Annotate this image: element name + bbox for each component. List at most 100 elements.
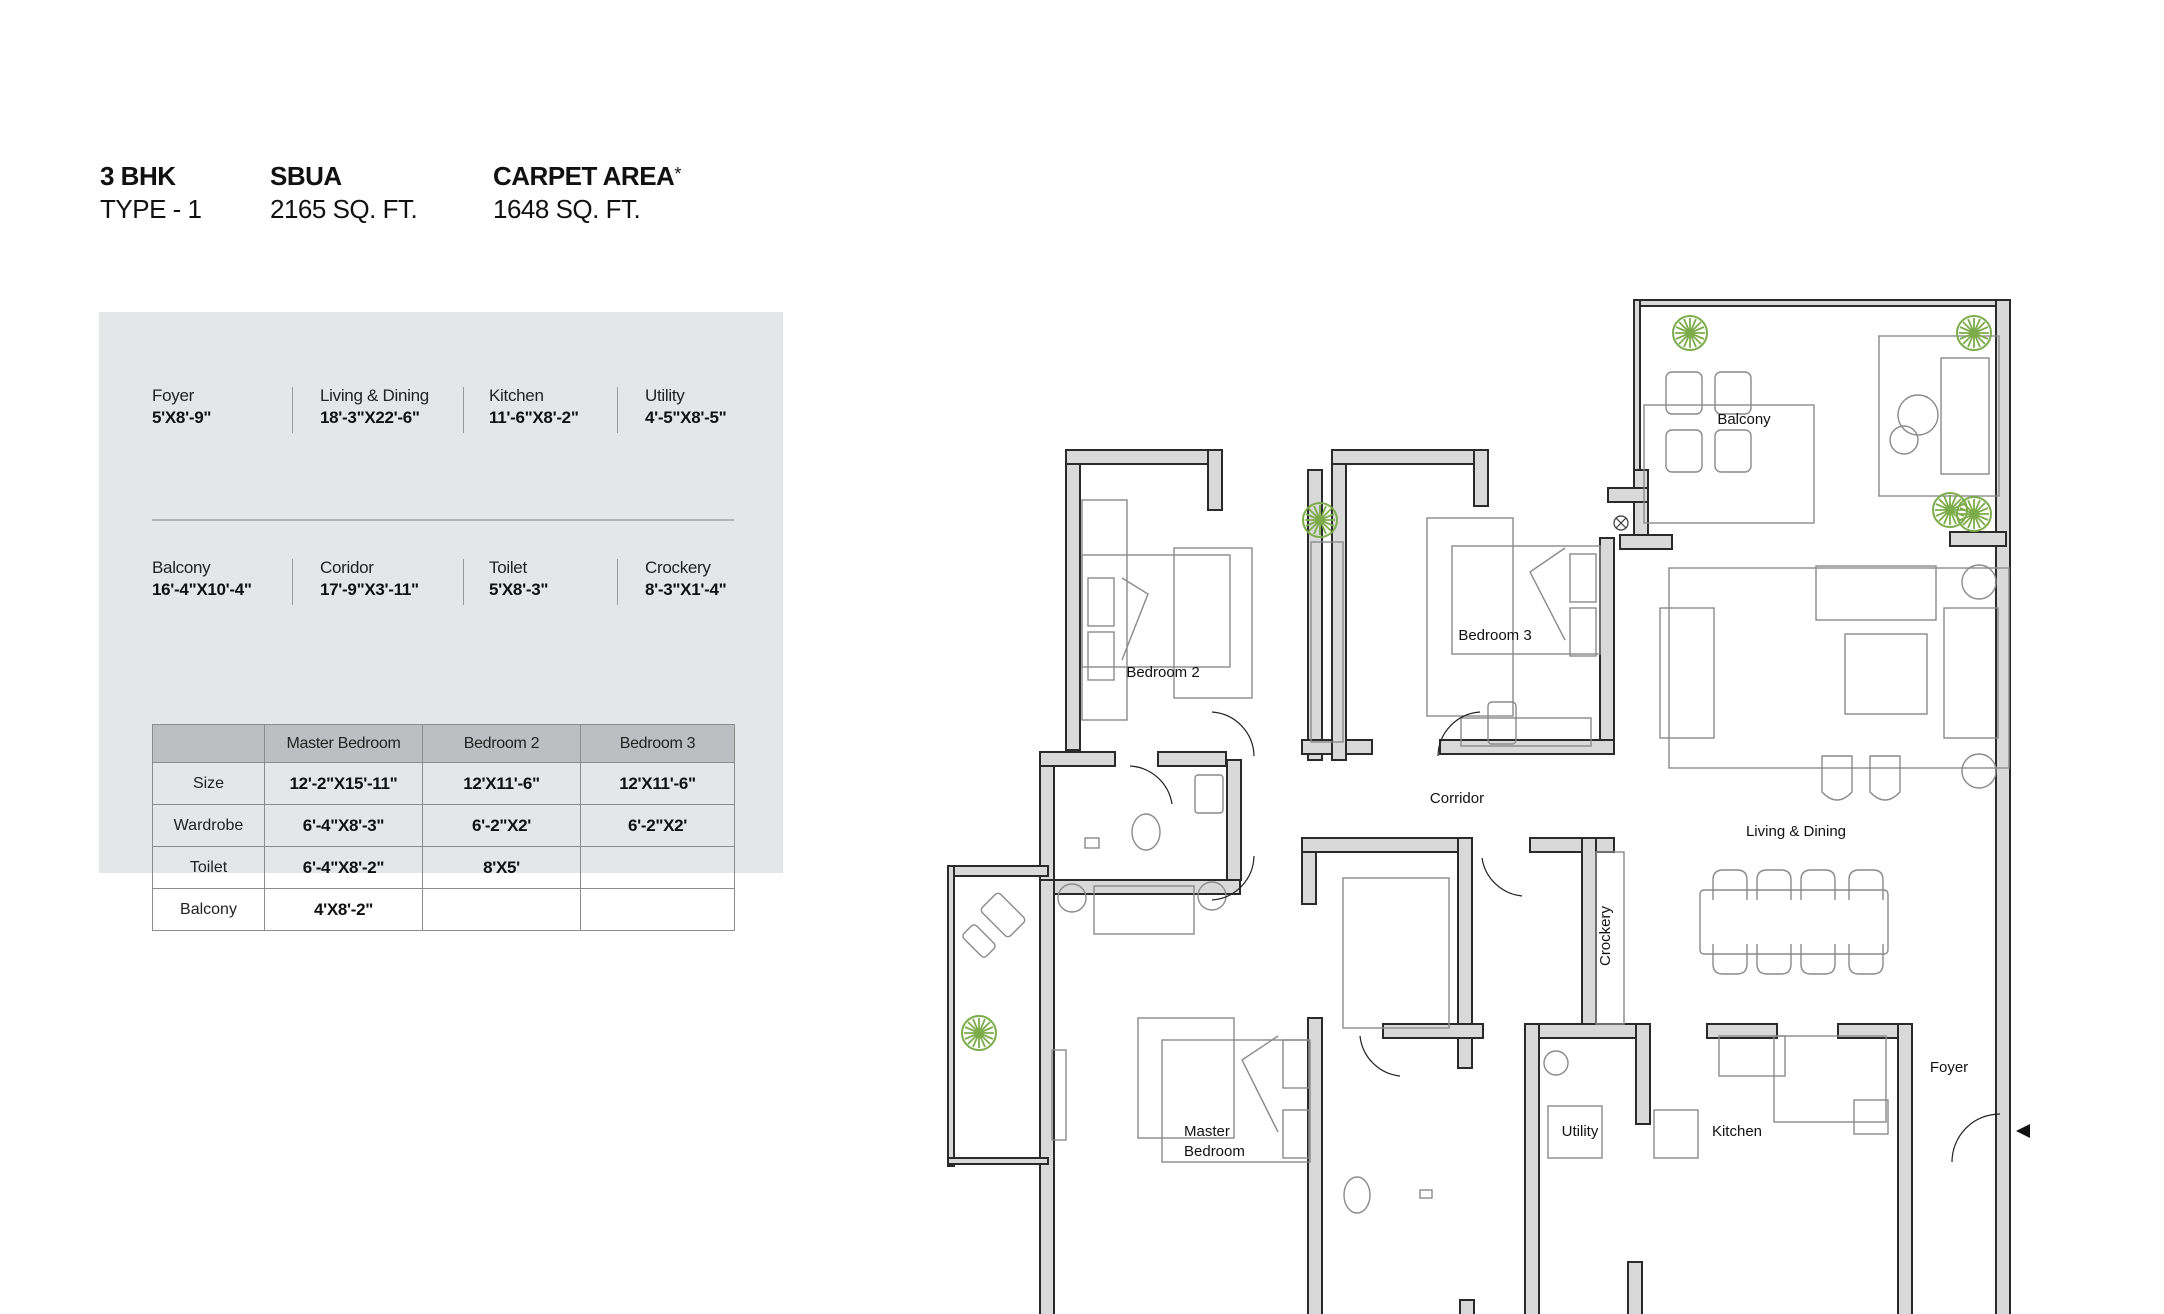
table-row: Size 12'-2"X15'-11" 12'X11'-6" 12'X11'-6… bbox=[152, 762, 735, 805]
unit-type-subtitle: TYPE - 1 bbox=[100, 194, 202, 224]
divider bbox=[617, 559, 618, 605]
spec-label: Crockery bbox=[645, 558, 711, 577]
wall bbox=[1949, 531, 2007, 547]
wall bbox=[1039, 879, 1055, 1314]
spec-value: 4'-5"X8'-5" bbox=[645, 408, 727, 427]
row-label: Balcony bbox=[152, 888, 265, 931]
room-label-living-dining: Living & Dining bbox=[1746, 823, 1846, 840]
spec-value: 5'X8'-3" bbox=[489, 580, 549, 599]
wall bbox=[1331, 449, 1347, 761]
table-row: Toilet 6'-4"X8'-2" 8'X5' bbox=[152, 846, 735, 889]
shaft-icon bbox=[1613, 515, 1629, 531]
wall bbox=[1524, 1023, 1540, 1314]
table-header-cell bbox=[152, 724, 265, 763]
room-label-foyer: Foyer bbox=[1930, 1059, 1968, 1076]
unit-type-title: 3 BHK bbox=[100, 161, 176, 191]
divider bbox=[463, 387, 464, 433]
table-cell: 6'-4"X8'-2" bbox=[264, 846, 423, 889]
plant-icon bbox=[1302, 502, 1338, 538]
spec-label: Coridor bbox=[320, 558, 374, 577]
spec-label: Balcony bbox=[152, 558, 211, 577]
spec-kitchen: Kitchen 11'-6"X8'-2" bbox=[489, 385, 579, 429]
table-header-cell: Master Bedroom bbox=[264, 724, 423, 763]
plant-icon bbox=[1932, 492, 1968, 528]
room-label-master-line1: Master bbox=[1184, 1123, 1230, 1140]
wall bbox=[1529, 837, 1615, 853]
spec-value: 11'-6"X8'-2" bbox=[489, 408, 579, 427]
spec-foyer: Foyer 5'X8'-9" bbox=[152, 385, 211, 429]
table-header-cell: Bedroom 2 bbox=[422, 724, 581, 763]
wall bbox=[1039, 751, 1116, 767]
wall bbox=[1524, 1023, 1650, 1039]
wall bbox=[1226, 759, 1242, 881]
spec-utility: Utility 4'-5"X8'-5" bbox=[645, 385, 727, 429]
balcony-rail-left bbox=[947, 865, 955, 1167]
table-cell bbox=[422, 888, 581, 931]
wall bbox=[1331, 449, 1489, 465]
spec-value: 18'-3"X22'-6" bbox=[320, 408, 420, 427]
spec-label: Living & Dining bbox=[320, 386, 429, 405]
sbua-title: SBUA bbox=[270, 161, 342, 191]
table-cell: 6'-2"X2' bbox=[422, 804, 581, 847]
spec-label: Foyer bbox=[152, 386, 194, 405]
room-label-kitchen: Kitchen bbox=[1712, 1123, 1762, 1140]
room-label-utility: Utility bbox=[1562, 1123, 1599, 1140]
divider bbox=[463, 559, 464, 605]
room-label-bedroom2: Bedroom 2 bbox=[1126, 664, 1199, 681]
plant-icon bbox=[961, 1015, 997, 1051]
room-label-balcony: Balcony bbox=[1717, 411, 1771, 428]
asterisk: * bbox=[674, 164, 681, 184]
carpet-area-label: CARPET AREA bbox=[493, 161, 675, 191]
wall bbox=[1627, 1261, 1643, 1314]
wall bbox=[1581, 837, 1597, 1029]
divider bbox=[617, 387, 618, 433]
carpet-area-block: CARPET AREA* 1648 SQ. FT. bbox=[493, 160, 681, 226]
balcony-rail-top bbox=[947, 865, 1049, 877]
room-size-table: Master Bedroom Bedroom 2 Bedroom 3 Size … bbox=[152, 724, 735, 931]
spec-label: Utility bbox=[645, 386, 685, 405]
table-cell bbox=[580, 888, 735, 931]
wall bbox=[1439, 739, 1615, 755]
spec-living-dining: Living & Dining 18'-3"X22'-6" bbox=[320, 385, 429, 429]
table-header-row: Master Bedroom Bedroom 2 Bedroom 3 bbox=[152, 724, 735, 763]
carpet-area-title: CARPET AREA* bbox=[493, 160, 681, 192]
room-label-crockery: Crockery bbox=[1597, 906, 1614, 967]
plants bbox=[961, 315, 1992, 1051]
wall bbox=[1065, 449, 1081, 751]
table-cell: 12'X11'-6" bbox=[580, 762, 735, 805]
wall bbox=[1607, 487, 1649, 503]
room-label-bedroom3: Bedroom 3 bbox=[1458, 627, 1531, 644]
carpet-area-value: 1648 SQ. FT. bbox=[493, 194, 641, 224]
plant-icon bbox=[1956, 496, 1992, 532]
room-label-corridor: Corridor bbox=[1430, 790, 1484, 807]
wall bbox=[1706, 1023, 1778, 1039]
spec-label: Kitchen bbox=[489, 386, 544, 405]
plant-icon bbox=[1672, 315, 1708, 351]
sbua-value: 2165 SQ. FT. bbox=[270, 194, 418, 224]
wall bbox=[1065, 449, 1223, 465]
table-cell: 8'X5' bbox=[422, 846, 581, 889]
spec-value: 16'-4"X10'-4" bbox=[152, 580, 252, 599]
table-row: Wardrobe 6'-4"X8'-3" 6'-2"X2' 6'-2"X2' bbox=[152, 804, 735, 847]
row-label: Size bbox=[152, 762, 265, 805]
balcony-rail-top bbox=[1639, 299, 2005, 307]
wall bbox=[1301, 837, 1473, 853]
wall bbox=[1457, 837, 1473, 1069]
plant-icon bbox=[1956, 315, 1992, 351]
spec-value: 8'-3"X1'-4" bbox=[645, 580, 727, 599]
spec-toilet: Toilet 5'X8'-3" bbox=[489, 557, 548, 601]
wall bbox=[1897, 1023, 1913, 1314]
table-header-cell: Bedroom 3 bbox=[580, 724, 735, 763]
table-row: Balcony 4'X8'-2" bbox=[152, 888, 735, 931]
divider bbox=[292, 559, 293, 605]
spec-value: 17'-9"X3'-11" bbox=[320, 580, 419, 599]
wall bbox=[1207, 449, 1223, 511]
row-label: Toilet bbox=[152, 846, 265, 889]
spec-label: Toilet bbox=[489, 558, 527, 577]
spec-crockery: Crockery 8'-3"X1'-4" bbox=[645, 557, 727, 601]
divider bbox=[292, 387, 293, 433]
wall bbox=[1633, 469, 1649, 541]
wall bbox=[1473, 449, 1489, 507]
room-labels: Balcony Bedroom 2 Bedroom 3 Corridor Liv… bbox=[1126, 411, 1968, 1160]
